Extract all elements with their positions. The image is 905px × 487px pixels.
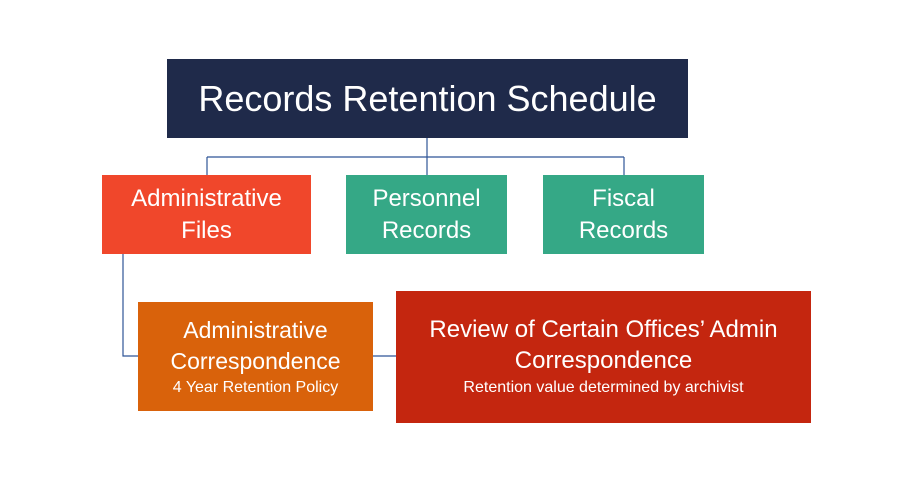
admin-correspondence-retention-note: 4 Year Retention Policy bbox=[172, 378, 339, 396]
root-label: Records Retention Schedule bbox=[198, 77, 657, 119]
node-personnel-records: Personnel Records bbox=[346, 175, 507, 254]
admin-files-label-line-2: Files bbox=[181, 216, 232, 244]
personnel-label-line-1: Personnel bbox=[372, 184, 481, 212]
admin-correspondence-label-line-2: Correspondence bbox=[170, 347, 341, 374]
admin-correspondence-label-line-1: Administrative bbox=[183, 316, 328, 343]
fiscal-label-line-1: Fiscal bbox=[592, 184, 655, 212]
root-node-records-retention-schedule: Records Retention Schedule bbox=[167, 59, 688, 138]
review-label-line-1: Review of Certain Offices’ Admin bbox=[429, 316, 778, 343]
node-administrative-correspondence: Administrative Correspondence 4 Year Ret… bbox=[138, 302, 373, 411]
node-administrative-files: Administrative Files bbox=[102, 175, 311, 254]
connector-to-admin-correspondence bbox=[122, 254, 138, 357]
node-fiscal-records: Fiscal Records bbox=[543, 175, 704, 254]
fiscal-label-line-2: Records bbox=[578, 216, 669, 244]
personnel-label-line-2: Records bbox=[381, 216, 472, 244]
node-review-admin-correspondence: Review of Certain Offices’ Admin Corresp… bbox=[396, 291, 811, 423]
review-label-line-2: Correspondence bbox=[514, 347, 693, 374]
admin-files-label-line-1: Administrative bbox=[131, 184, 282, 212]
review-retention-note: Retention value determined by archivist bbox=[463, 379, 744, 396]
connector-group bbox=[122, 138, 625, 357]
